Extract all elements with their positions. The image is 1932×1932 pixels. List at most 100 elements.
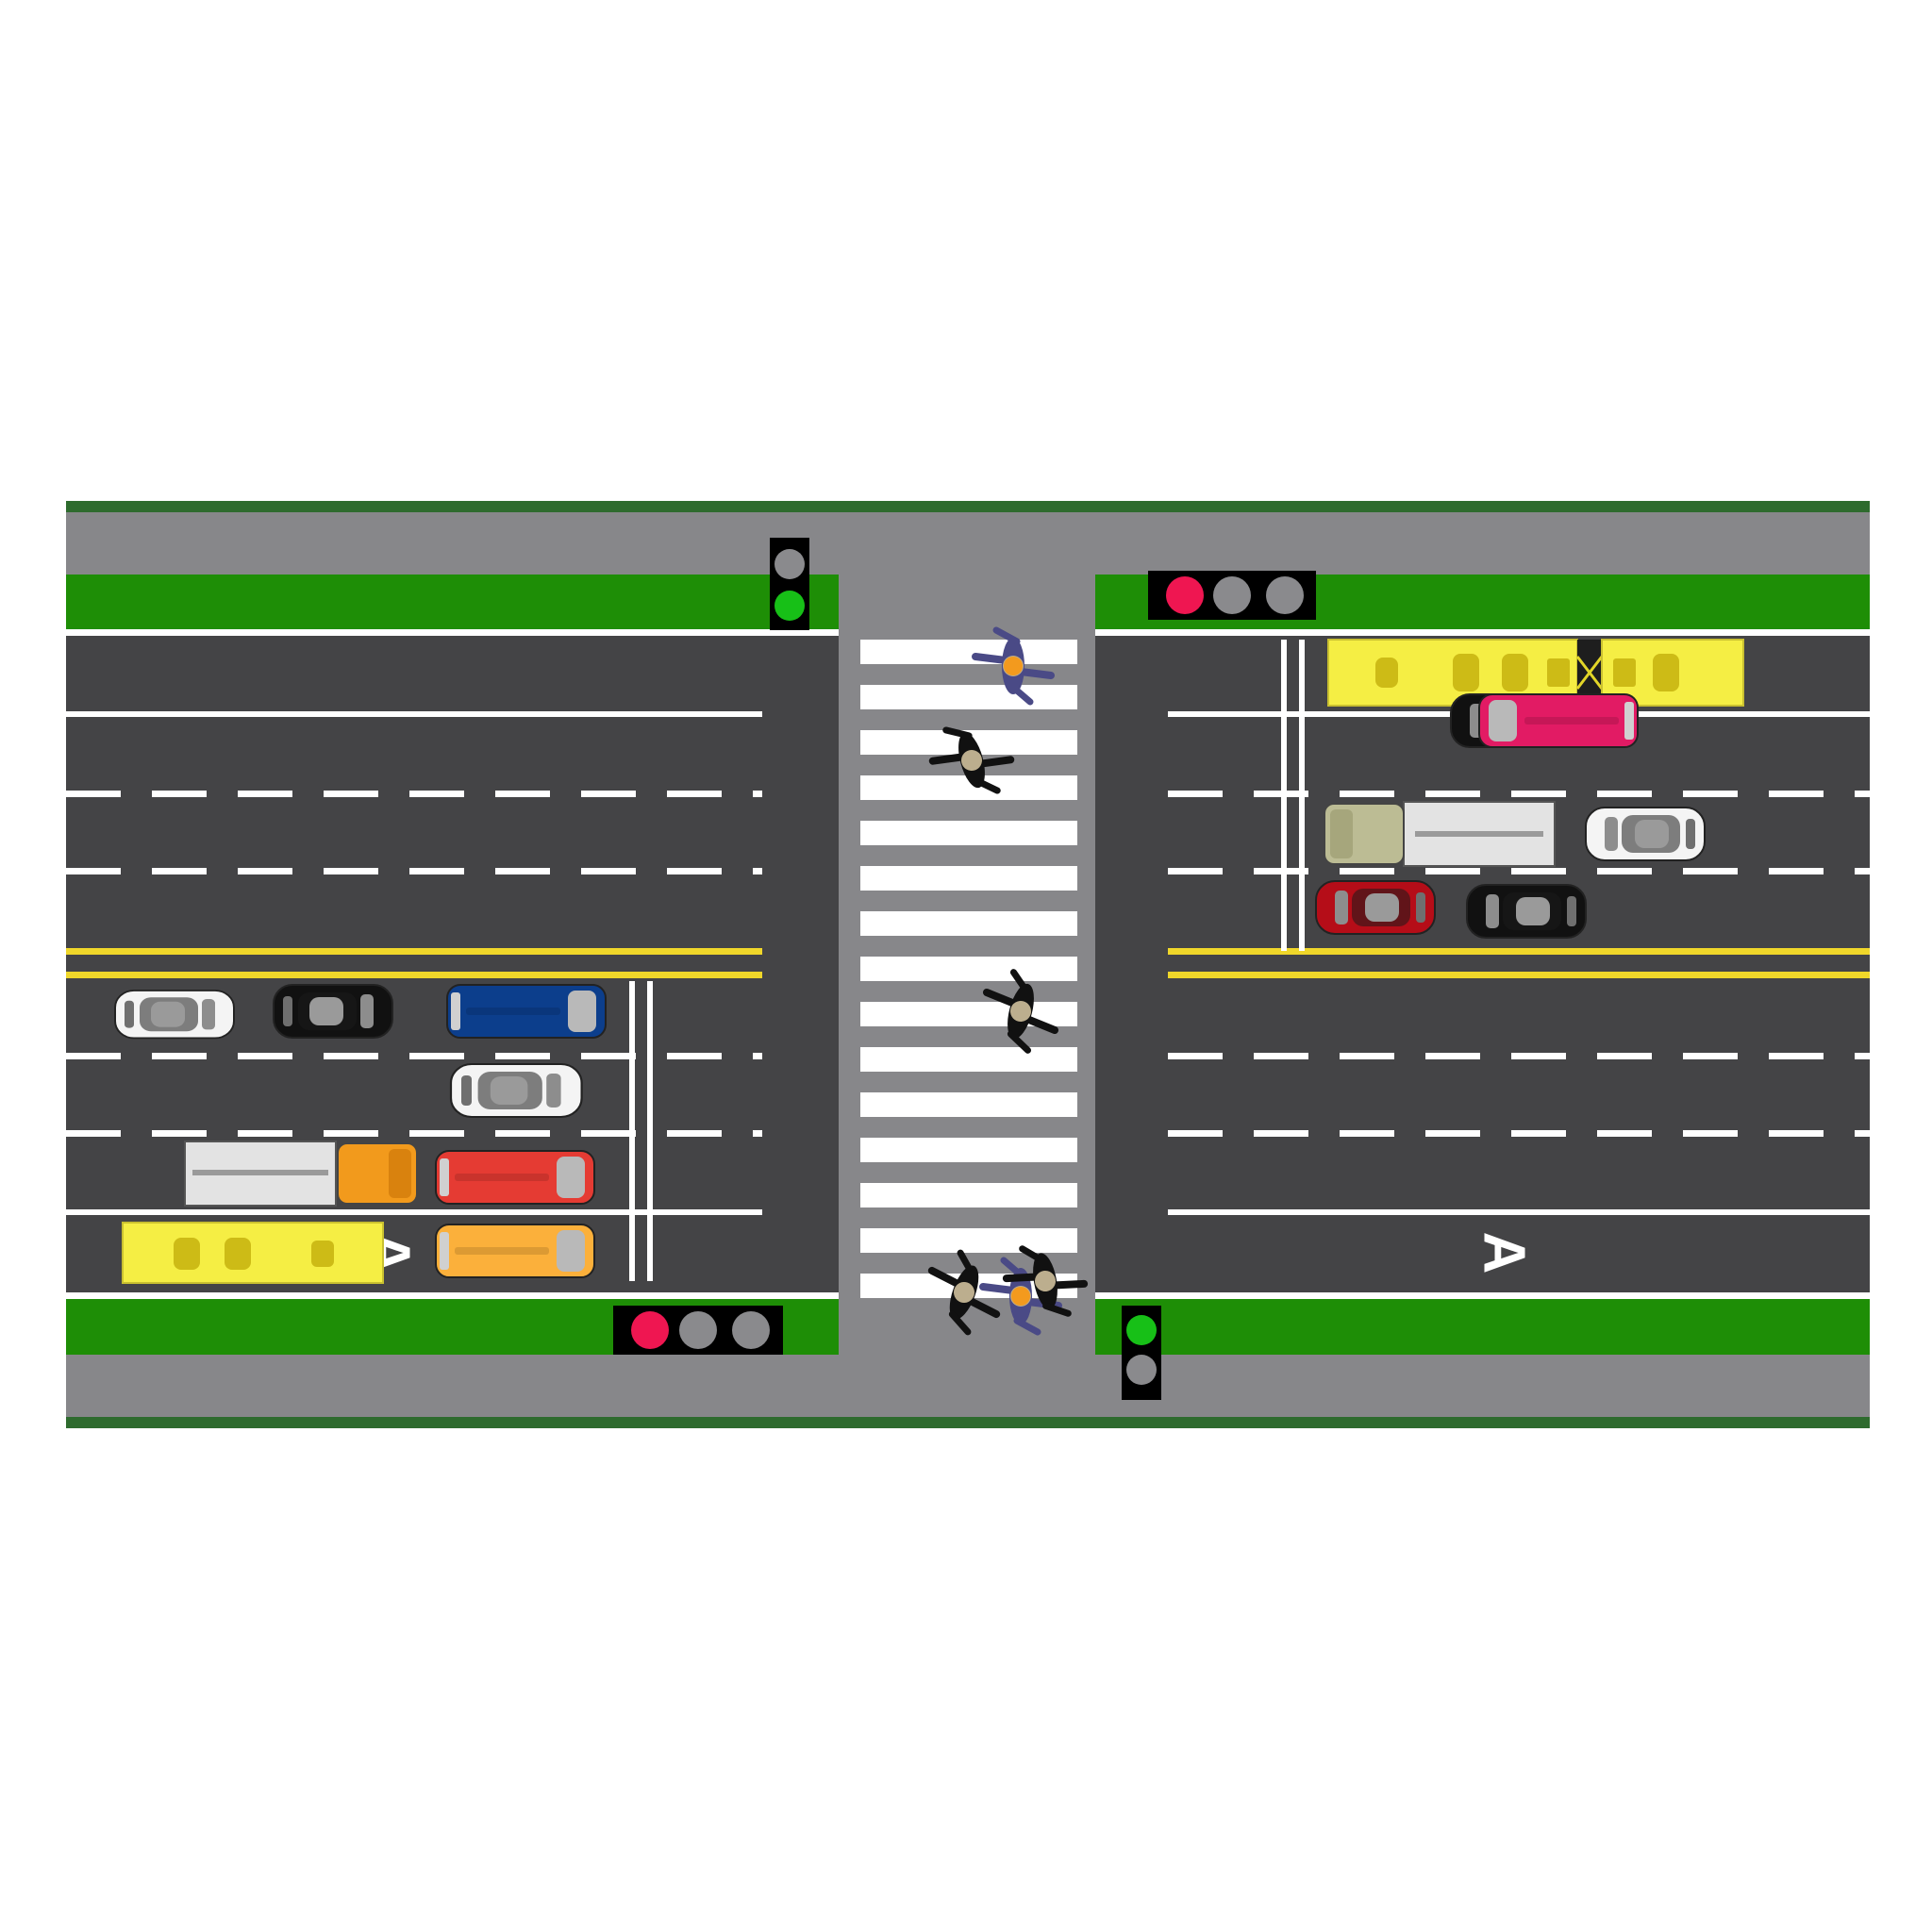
lane-dash xyxy=(238,791,292,797)
traffic-light-bottom-left xyxy=(613,1306,783,1355)
zebra-stripe xyxy=(860,821,1077,845)
zebra-stripe xyxy=(860,1183,1077,1208)
traffic-light-top-left xyxy=(770,538,809,630)
car-white xyxy=(114,990,235,1040)
car-black xyxy=(1466,884,1587,939)
traffic-light-lamp-green xyxy=(774,591,805,621)
lane-dash xyxy=(667,868,722,874)
lane-dash xyxy=(1425,1130,1480,1137)
lane-dash xyxy=(1340,791,1394,797)
lane-dash xyxy=(1425,1053,1480,1059)
lane-dash xyxy=(667,1053,722,1059)
lane-dash xyxy=(581,791,636,797)
van-blue xyxy=(446,984,607,1039)
lane-dash xyxy=(324,1053,378,1059)
pedestrian xyxy=(983,1260,1058,1332)
lane-dash xyxy=(152,791,207,797)
lane-dash xyxy=(1168,868,1223,874)
zebra-stripe xyxy=(860,957,1077,981)
traffic-light-lamp-off xyxy=(1266,576,1304,614)
lane-dash xyxy=(1855,1130,1870,1137)
lane-dash xyxy=(1511,1053,1566,1059)
lane-dash xyxy=(152,1130,207,1137)
lane-dash xyxy=(238,868,292,874)
stop-line-right xyxy=(1281,640,1287,951)
lane-dash xyxy=(1340,1053,1394,1059)
lane-dash xyxy=(1683,791,1738,797)
zebra-stripe xyxy=(860,1047,1077,1072)
lane-dash xyxy=(1597,868,1652,874)
lane-dash xyxy=(667,1130,722,1137)
lane-dash xyxy=(1425,868,1480,874)
stop-line-right xyxy=(1299,640,1305,951)
lane-dash xyxy=(66,1130,121,1137)
lane-dash xyxy=(66,1053,121,1059)
lane-dash xyxy=(1168,1130,1223,1137)
lane-dash xyxy=(1769,1053,1824,1059)
lane-dash xyxy=(238,1053,292,1059)
lane-dash xyxy=(581,1053,636,1059)
traffic-light-bottom-right xyxy=(1122,1306,1161,1400)
grass-bottom-right xyxy=(1095,1299,1870,1355)
lane-dash xyxy=(1254,1053,1308,1059)
delivery-truck xyxy=(184,1141,418,1207)
lane-dash xyxy=(1683,1053,1738,1059)
zebra-stripe xyxy=(860,866,1077,891)
bus-lane-letter-right: A xyxy=(1472,1232,1537,1274)
lane-dash xyxy=(1597,791,1652,797)
lane-dash xyxy=(1597,1053,1652,1059)
top-border-strip xyxy=(66,501,1870,512)
pedestrian xyxy=(975,630,1051,702)
traffic-light-lamp-off xyxy=(1213,576,1251,614)
lane-dash xyxy=(1769,1130,1824,1137)
dashed-lane-lines-left xyxy=(66,791,762,1137)
zebra-crossing xyxy=(860,640,1077,1298)
lane-dash xyxy=(409,1130,464,1137)
road-edge-line xyxy=(1095,629,1870,636)
lane-dash xyxy=(1254,1130,1308,1137)
lane-dash xyxy=(1425,791,1480,797)
bottom-border-strip xyxy=(66,1417,1870,1428)
lane-dash xyxy=(1340,868,1394,874)
lane-dash xyxy=(753,1053,762,1059)
stop-line-left xyxy=(629,981,635,1281)
car-red xyxy=(1315,880,1436,935)
lane-dash xyxy=(581,1130,636,1137)
lane-dash xyxy=(324,1130,378,1137)
lane-dash xyxy=(581,868,636,874)
lane-dash xyxy=(1683,868,1738,874)
road-edge-line xyxy=(1095,1292,1870,1299)
lane-dash xyxy=(1855,1053,1870,1059)
lane-dash xyxy=(1683,1130,1738,1137)
lane-dash xyxy=(1340,1130,1394,1137)
lane-dash xyxy=(152,1053,207,1059)
bus-yellow xyxy=(122,1222,384,1284)
lane-dash xyxy=(324,791,378,797)
lane-dash xyxy=(1511,868,1566,874)
zebra-stripe xyxy=(860,1092,1077,1117)
car-black xyxy=(273,984,393,1039)
lane-dash xyxy=(409,791,464,797)
stop-line-left xyxy=(647,981,653,1281)
lane-dash xyxy=(1769,791,1824,797)
delivery-truck xyxy=(1324,801,1556,867)
traffic-light-lamp-red xyxy=(631,1311,669,1349)
traffic-light-lamp-off xyxy=(774,549,805,579)
lane-dash xyxy=(1855,791,1870,797)
lane-dash xyxy=(753,868,762,874)
lane-dash xyxy=(753,1130,762,1137)
lane-dash xyxy=(1511,791,1566,797)
lane-dash xyxy=(495,1130,550,1137)
traffic-light-lamp-green xyxy=(1126,1315,1157,1345)
bus-lane-line xyxy=(66,1209,762,1215)
grass-top-left xyxy=(66,575,839,629)
lane-dash xyxy=(1597,1130,1652,1137)
lane-dash xyxy=(324,868,378,874)
lane-dash xyxy=(1855,868,1870,874)
traffic-light-lamp-red xyxy=(1166,576,1204,614)
traffic-light-lamp-off xyxy=(679,1311,717,1349)
traffic-light-lamp-off xyxy=(732,1311,770,1349)
lane-dash xyxy=(753,791,762,797)
lane-dash xyxy=(152,868,207,874)
